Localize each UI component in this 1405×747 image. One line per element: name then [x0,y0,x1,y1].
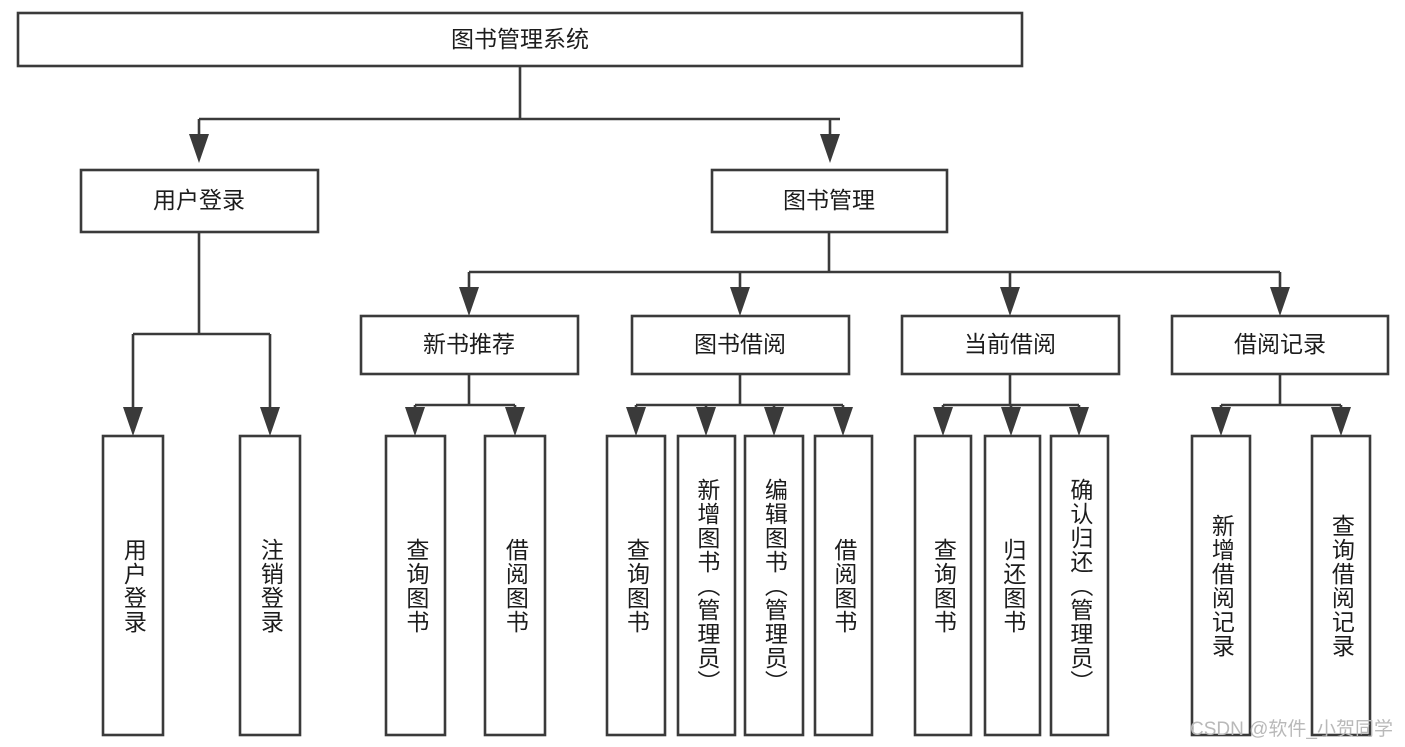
node-book-management[interactable]: 图书管理 [710,168,949,234]
node-leaf-confirm-return-label: 确认归还（管理员） [1066,477,1093,694]
arrow-head-book-management [820,134,840,163]
node-root-label: 图书管理系统 [451,26,589,52]
node-user-login[interactable]: 用户登录 [79,168,320,234]
node-leaf-add-book-box[interactable] [676,434,737,737]
arrow-head-leaf-query-book-1 [405,407,425,436]
node-leaf-query-book-1-box[interactable] [384,434,447,737]
arrow-head-leaf-confirm-return [1069,407,1089,436]
arrow-head-book-borrow [730,287,750,316]
arrow-head-leaf-borrow-book-2 [833,407,853,436]
node-current-borrow-box [900,314,1121,376]
node-leaf-borrow-book-2-box[interactable] [813,434,874,737]
node-book-borrow[interactable]: 图书借阅 [630,314,851,376]
node-borrow-record[interactable]: 借阅记录 [1170,314,1390,376]
node-leaf-edit-book-label: 编辑图书（管理员） [761,477,788,694]
node-book-borrow-box [630,314,851,376]
node-new-book-recommend-label: 新书推荐 [423,331,515,357]
connector-user-login-to-leaves [123,232,280,436]
node-user-login-label: 用户登录 [153,187,245,213]
node-root-box [16,11,1024,68]
leaf-boxes [101,434,1372,737]
node-leaf-return-book-label: 归还图书 [999,537,1026,634]
node-new-book-recommend[interactable]: 新书推荐 [359,314,580,376]
arrow-head-leaf-add-book [696,407,716,436]
node-leaf-logout-login-label: 注销登录 [257,537,284,634]
arrow-head-leaf-query-book-2 [626,407,646,436]
arrow-head-user-login [189,134,209,163]
node-leaf-query-book-3-box[interactable] [913,434,973,737]
node-leaf-user-login-box[interactable] [101,434,165,737]
connector-root-to-level2 [189,66,840,163]
node-leaf-query-record-label: 查询借阅记录 [1328,513,1355,658]
node-book-management-label: 图书管理 [783,187,875,213]
node-current-borrow[interactable]: 当前借阅 [900,314,1121,376]
arrow-head-new-book-recommend [459,287,479,316]
arrow-head-borrow-record [1270,287,1290,316]
node-leaf-query-book-3-label: 查询图书 [930,537,957,634]
connector-book-borrow-to-leaves [626,374,853,436]
arrow-head-leaf-return-book [1001,407,1021,436]
node-leaf-borrow-book-1-label: 借阅图书 [502,537,529,634]
connector-new-book-recommend-to-leaves [405,374,525,436]
arrow-head-leaf-add-record [1211,407,1231,436]
node-leaf-confirm-return-box[interactable] [1049,434,1110,737]
node-root[interactable]: 图书管理系统 [16,11,1024,68]
node-leaf-logout-login-box[interactable] [238,434,302,737]
arrow-head-leaf-query-book-3 [933,407,953,436]
node-leaf-query-book-2-label: 查询图书 [623,537,650,634]
arrow-head-leaf-user-login [123,407,143,436]
node-borrow-record-label: 借阅记录 [1234,331,1326,357]
connector-borrow-record-to-leaves [1211,374,1351,436]
connector-current-borrow-to-leaves [933,374,1089,436]
node-leaf-add-record-box[interactable] [1190,434,1252,737]
node-new-book-recommend-box [359,314,580,376]
node-leaf-return-book-box[interactable] [983,434,1042,737]
arrow-head-leaf-query-record [1331,407,1351,436]
node-leaf-query-book-1-label: 查询图书 [402,537,429,634]
csdn-watermark: CSDN @软件_小贺同学 [1190,719,1393,740]
node-leaf-borrow-book-1-box[interactable] [483,434,547,737]
node-leaf-query-book-2-box[interactable] [605,434,667,737]
connector-book-management-to-level3 [459,232,1290,316]
node-book-borrow-label: 图书借阅 [694,331,786,357]
node-leaf-add-book-label: 新增图书（管理员） [693,477,720,694]
node-current-borrow-label: 当前借阅 [964,331,1056,357]
arrow-head-leaf-borrow-book-1 [505,407,525,436]
node-leaf-edit-book-box[interactable] [743,434,805,737]
node-leaf-user-login-label: 用户登录 [120,537,147,634]
node-leaf-query-record-box[interactable] [1310,434,1372,737]
node-leaf-add-record-label: 新增借阅记录 [1208,513,1235,658]
arrow-head-leaf-logout-login [260,407,280,436]
node-leaf-borrow-book-2-label: 借阅图书 [830,537,857,634]
arrow-head-leaf-edit-book [764,407,784,436]
arrow-head-current-borrow [1000,287,1020,316]
